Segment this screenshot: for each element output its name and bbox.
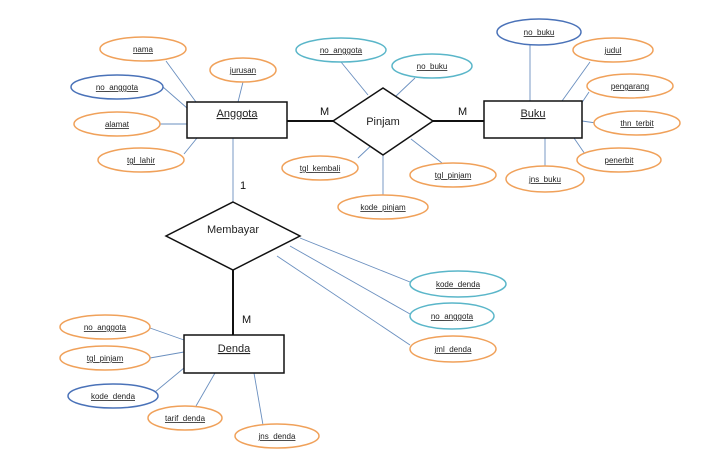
attribute-tarif-denda-label: tarif_denda — [165, 414, 206, 423]
attribute-denda-kode-denda-label: kode_denda — [91, 392, 136, 401]
attr-ellipse — [67, 383, 159, 409]
attr-ellipse — [99, 36, 187, 62]
attribute-jurusan-label: jurusan — [229, 66, 256, 75]
attribute-pinjam-tgl-pinjam-label: tgl_pinjam — [435, 171, 472, 180]
attribute-nama-label: nama — [133, 45, 154, 54]
attribute-pinjam-no-buku-label: no_buku — [417, 62, 448, 71]
attribute-penerbit-label: penerbit — [605, 156, 635, 165]
entity-anggota[interactable]: Anggota — [186, 101, 288, 139]
attribute-denda-kode-denda-key[interactable]: kode_denda — [67, 383, 159, 409]
attribute-jml-denda[interactable]: jml_denda — [409, 335, 497, 363]
attribute-buku-no-buku-key[interactable]: no_buku — [496, 18, 582, 46]
attribute-kode-pinjam-label: kode_pinjam — [360, 203, 406, 212]
attr-ellipse — [409, 335, 497, 363]
attribute-jns-buku-label: jns_buku — [528, 175, 561, 184]
attribute-tarif-denda[interactable]: tarif_denda — [147, 405, 223, 431]
attr-ellipse — [586, 73, 674, 99]
cardinality-pinjam-buku: M — [458, 106, 467, 118]
relationship-membayar-label: Membayar — [207, 224, 259, 236]
attribute-membayar-no-anggota-label: no_anggota — [431, 312, 474, 321]
attribute-penerbit[interactable]: penerbit — [576, 147, 662, 173]
attr-ellipse — [505, 165, 585, 193]
relationship-membayar[interactable]: Membayar — [164, 201, 302, 271]
attr-ellipse — [59, 314, 151, 340]
attribute-judul[interactable]: judul — [572, 37, 654, 63]
attr-ellipse — [337, 194, 429, 220]
attr-ellipse — [70, 74, 164, 100]
entity-anggota-label: Anggota — [217, 108, 259, 120]
attribute-pinjam-no-anggota-label: no_anggota — [320, 46, 363, 55]
entity-denda[interactable]: Denda — [183, 334, 285, 374]
attribute-alamat[interactable]: alamat — [73, 111, 161, 137]
attribute-tgl-lahir[interactable]: tgl_lahir — [97, 147, 185, 173]
attribute-pinjam-no-anggota[interactable]: no_anggota — [295, 37, 387, 63]
attr-ellipse — [391, 53, 473, 79]
attribute-pengarang[interactable]: pengarang — [586, 73, 674, 99]
cardinality-anggota-pinjam: M — [320, 106, 329, 118]
attr-ellipse — [147, 405, 223, 431]
attribute-tgl-kembali[interactable]: tgl_kembali — [281, 155, 359, 181]
entity-buku[interactable]: Buku — [483, 100, 583, 139]
attr-ellipse — [409, 270, 507, 298]
attribute-denda-no-anggota[interactable]: no_anggota — [59, 314, 151, 340]
attribute-tgl-kembali-label: tgl_kembali — [300, 164, 341, 173]
entity-denda-label: Denda — [218, 343, 251, 355]
attribute-tgl-lahir-label: tgl_lahir — [127, 156, 155, 165]
attribute-thn-terbit-label: thn_terbit — [620, 119, 654, 128]
attribute-jml-denda-label: jml_denda — [434, 345, 472, 354]
attr-ellipse — [234, 423, 320, 449]
cardinality-membayar-denda: M — [242, 314, 251, 326]
attribute-kode-pinjam[interactable]: kode_pinjam — [337, 194, 429, 220]
attr-ellipse — [281, 155, 359, 181]
attr-ellipse — [593, 110, 681, 136]
attribute-membayar-kode-denda-label: kode_denda — [436, 280, 481, 289]
attribute-pinjam-tgl-pinjam[interactable]: tgl_pinjam — [409, 162, 497, 188]
attribute-jns-denda-label: jns_denda — [258, 432, 296, 441]
attribute-jns-denda[interactable]: jns_denda — [234, 423, 320, 449]
attr-ellipse — [97, 147, 185, 173]
attribute-membayar-kode-denda[interactable]: kode_denda — [409, 270, 507, 298]
attribute-denda-no-anggota-label: no_anggota — [84, 323, 127, 332]
relationship-pinjam[interactable]: Pinjam — [331, 87, 435, 156]
attribute-membayar-no-anggota[interactable]: no_anggota — [409, 302, 495, 330]
attr-ellipse — [59, 345, 151, 371]
attribute-pengarang-label: pengarang — [611, 82, 649, 91]
attribute-judul-label: judul — [604, 46, 622, 55]
attribute-jurusan[interactable]: jurusan — [209, 57, 277, 83]
attribute-jns-buku[interactable]: jns_buku — [505, 165, 585, 193]
entity-buku-label: Buku — [520, 108, 545, 120]
attribute-connectors — [149, 45, 597, 426]
attribute-denda-tgl-pinjam[interactable]: tgl_pinjam — [59, 345, 151, 371]
attr-ellipse — [73, 111, 161, 137]
attribute-thn-terbit[interactable]: thn_terbit — [593, 110, 681, 136]
attribute-denda-tgl-pinjam-label: tgl_pinjam — [87, 354, 124, 363]
attr-ellipse — [496, 18, 582, 46]
attr-ellipse — [295, 37, 387, 63]
relationship-pinjam-label: Pinjam — [366, 116, 400, 128]
attribute-buku-no-buku-label: no_buku — [524, 28, 555, 37]
attribute-pinjam-no-buku[interactable]: no_buku — [391, 53, 473, 79]
attribute-no-anggota-key[interactable]: no_anggota — [70, 74, 164, 100]
attr-ellipse — [409, 162, 497, 188]
attribute-nama[interactable]: nama — [99, 36, 187, 62]
attribute-alamat-label: alamat — [105, 120, 130, 129]
attribute-no-anggota-label: no_anggota — [96, 83, 139, 92]
cardinality-anggota-membayar: 1 — [240, 180, 246, 192]
attr-ellipse — [209, 57, 277, 83]
attr-ellipse — [572, 37, 654, 63]
attr-ellipse — [576, 147, 662, 173]
relationship-lines — [232, 120, 484, 335]
attr-ellipse — [409, 302, 495, 330]
